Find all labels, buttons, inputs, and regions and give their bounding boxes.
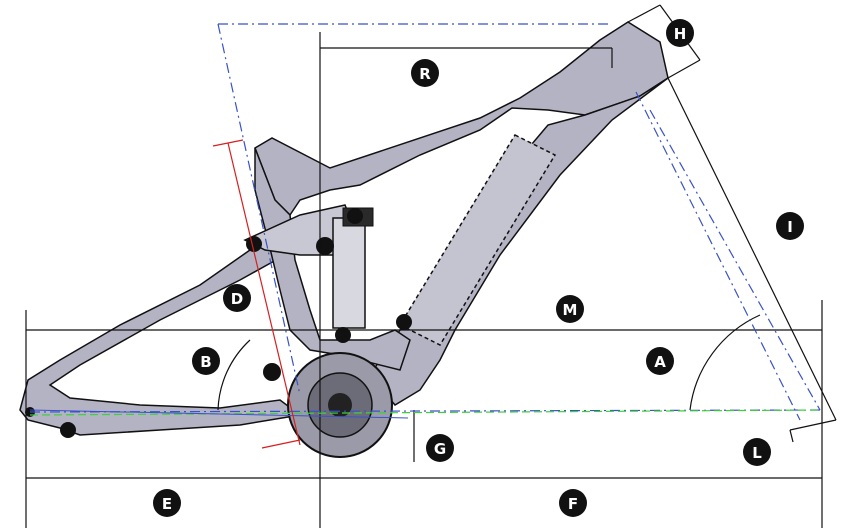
headtube-ext-top [627, 4, 661, 23]
label-G-badge [426, 434, 454, 462]
label-F-badge [559, 489, 587, 517]
label-E-badge [153, 489, 181, 517]
seat-angle-arc [217, 339, 251, 411]
label-G-text: G [434, 440, 446, 458]
offset-line [789, 419, 837, 431]
pivot-shock-bottom [335, 327, 351, 343]
label-M: M [556, 295, 584, 323]
label-D-badge [223, 284, 251, 312]
label-B: B [192, 347, 220, 375]
label-A: A [646, 347, 674, 375]
head-angle-arc [689, 314, 761, 411]
seat-tube-length [212, 139, 301, 449]
label-L-badge [743, 438, 771, 466]
label-H: H [666, 19, 694, 47]
label-D: D [223, 284, 251, 312]
rear-shock [332, 217, 366, 329]
label-H-text: H [674, 25, 687, 43]
seat-tube-axis [217, 23, 301, 396]
pivot-main [263, 363, 281, 381]
seat-tube-tick-bottom [261, 439, 301, 449]
offset-tick [789, 429, 794, 443]
pivot-shock-top [347, 208, 363, 224]
label-E: E [153, 489, 181, 517]
bb-height-line [29, 409, 823, 416]
pivot-chainstay [60, 422, 76, 438]
battery [398, 134, 557, 346]
headtube-ext-bottom [667, 59, 701, 79]
label-R-badge [411, 59, 439, 87]
chainstay-line [29, 409, 409, 419]
seat-tube-red-line [227, 142, 301, 446]
fork-length-line [667, 77, 837, 421]
dimension-lines [25, 4, 837, 528]
label-G: G [426, 434, 454, 462]
label-B-badge [192, 347, 220, 375]
pivot-rocker [316, 237, 334, 255]
label-I: I [776, 212, 804, 240]
label-D-text: D [231, 290, 243, 308]
label-I-text: I [787, 218, 793, 236]
label-M-badge [556, 295, 584, 323]
frame-down-tube [369, 77, 669, 406]
label-F-text: F [568, 495, 578, 513]
label-F: F [559, 489, 587, 517]
battery-mount [396, 314, 412, 330]
label-M-text: M [563, 301, 578, 319]
label-A-badge [646, 347, 674, 375]
label-H-badge [666, 19, 694, 47]
pivot-upper [246, 236, 262, 252]
label-I-badge [776, 212, 804, 240]
steering-axis-2 [649, 109, 821, 411]
label-B-text: B [200, 353, 211, 371]
label-R: R [411, 59, 439, 87]
label-E-text: E [162, 495, 172, 513]
label-R-text: R [419, 65, 431, 83]
steering-axis [635, 91, 801, 421]
label-A-text: A [654, 353, 666, 371]
label-L-text: L [752, 444, 762, 462]
label-L: L [743, 438, 771, 466]
